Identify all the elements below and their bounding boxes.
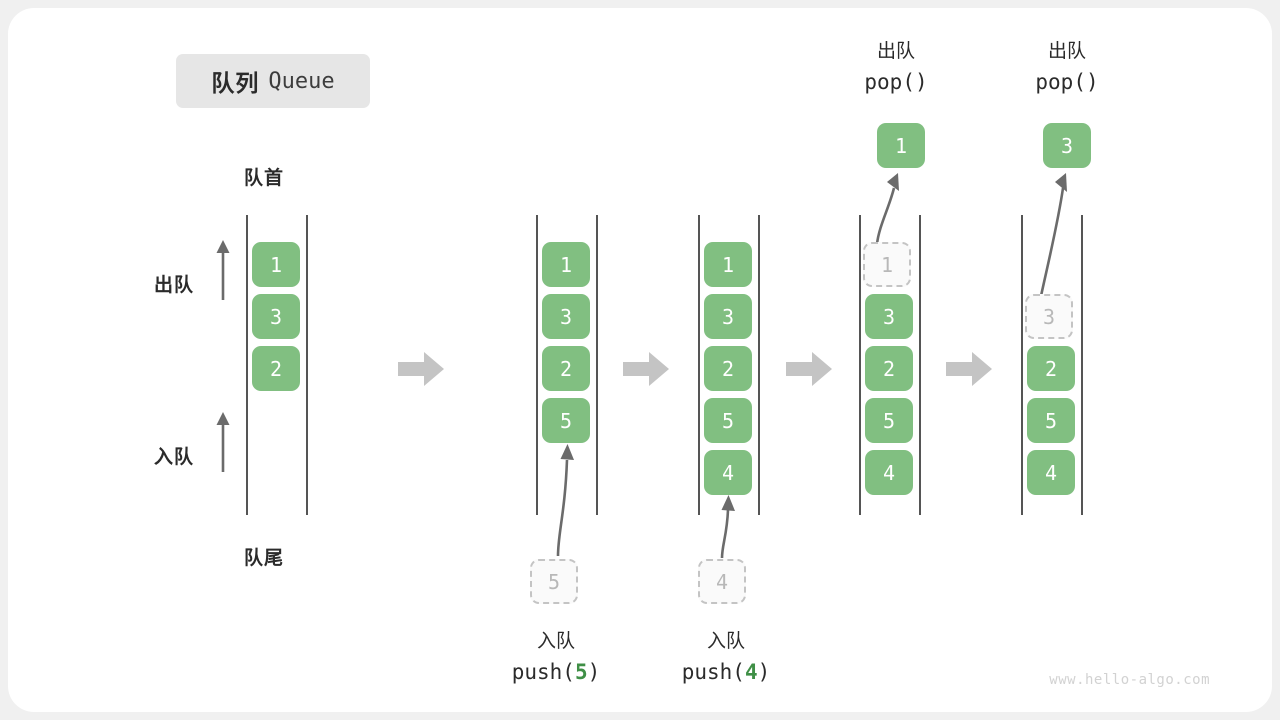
- pop1-label-cn: 出队: [876, 41, 915, 62]
- push5-label-cn: 入队: [536, 631, 575, 652]
- enqueue-label: 入队: [154, 447, 195, 468]
- queue-cell: 3: [252, 294, 300, 339]
- push-arrow: [556, 444, 574, 557]
- push4-label: 入队 push(4): [656, 628, 796, 688]
- incoming-ghost-cell: 5: [530, 559, 578, 604]
- queue-cell: 2: [704, 346, 752, 391]
- incoming-ghost-cell: 4: [698, 559, 746, 604]
- queue-rail-left: [246, 215, 248, 515]
- queue-cell: 5: [865, 398, 913, 443]
- queue-rail-left: [859, 215, 861, 515]
- queue-rail-right: [758, 215, 760, 515]
- queue-cell: 2: [1027, 346, 1075, 391]
- queue-cell: 3: [865, 294, 913, 339]
- pop1-label: 出队 pop(): [826, 38, 966, 98]
- title-cn: 队列: [211, 70, 260, 96]
- queue-rail-right: [919, 215, 921, 515]
- queue-cell: 1: [542, 242, 590, 287]
- transition-arrow: [946, 352, 992, 386]
- popped-ghost-cell: 1: [863, 242, 911, 287]
- queue-cell: 3: [704, 294, 752, 339]
- front-label: 队首: [244, 168, 285, 189]
- push-arrow: [720, 495, 735, 559]
- transition-arrow: [398, 352, 444, 386]
- push4-label-cn: 入队: [706, 631, 745, 652]
- queue-rail-right: [306, 215, 308, 515]
- queue-rail-left: [698, 215, 700, 515]
- pop-arrow: [1039, 173, 1067, 297]
- pop3-label-cn: 出队: [1047, 41, 1086, 62]
- push4-label-code: push(4): [681, 659, 771, 684]
- queue-cell: 5: [704, 398, 752, 443]
- queue-cell: 4: [1027, 450, 1075, 495]
- diagram-card: 队列 Queue 队首 队尾 出队 入队 1 3 2 1 3: [8, 8, 1272, 712]
- queue-rail-right: [1081, 215, 1083, 515]
- push5-label: 入队 push(5): [486, 628, 626, 688]
- queue-cell: 1: [704, 242, 752, 287]
- pop3-label-code: pop(): [1035, 69, 1099, 94]
- popped-cell: 3: [1043, 123, 1091, 168]
- queue-cell: 2: [252, 346, 300, 391]
- popped-cell: 1: [877, 123, 925, 168]
- pop1-label-code: pop(): [864, 69, 928, 94]
- diagram-title: 队列 Queue: [176, 54, 370, 108]
- transition-arrow: [786, 352, 832, 386]
- transition-arrow: [623, 352, 669, 386]
- queue-cell: 3: [542, 294, 590, 339]
- push5-label-code: push(5): [511, 659, 601, 684]
- queue-rail-left: [536, 215, 538, 515]
- queue-cell-new: 5: [542, 398, 590, 443]
- title-en: Queue: [268, 68, 335, 94]
- queue-rail-right: [596, 215, 598, 515]
- queue-cell: 5: [1027, 398, 1075, 443]
- popped-ghost-cell: 3: [1025, 294, 1073, 339]
- queue-cell-new: 4: [704, 450, 752, 495]
- queue-cell: 2: [542, 346, 590, 391]
- watermark: www.hello-algo.com: [1049, 672, 1210, 688]
- queue-cell: 4: [865, 450, 913, 495]
- queue-cell: 1: [252, 242, 300, 287]
- dequeue-direction-arrow: [216, 240, 230, 300]
- pop-arrow: [875, 173, 899, 245]
- dequeue-label: 出队: [154, 275, 195, 296]
- pop3-label: 出队 pop(): [997, 38, 1137, 98]
- rear-label: 队尾: [244, 548, 285, 569]
- queue-cell: 2: [865, 346, 913, 391]
- queue-rail-left: [1021, 215, 1023, 515]
- enqueue-direction-arrow: [216, 412, 230, 472]
